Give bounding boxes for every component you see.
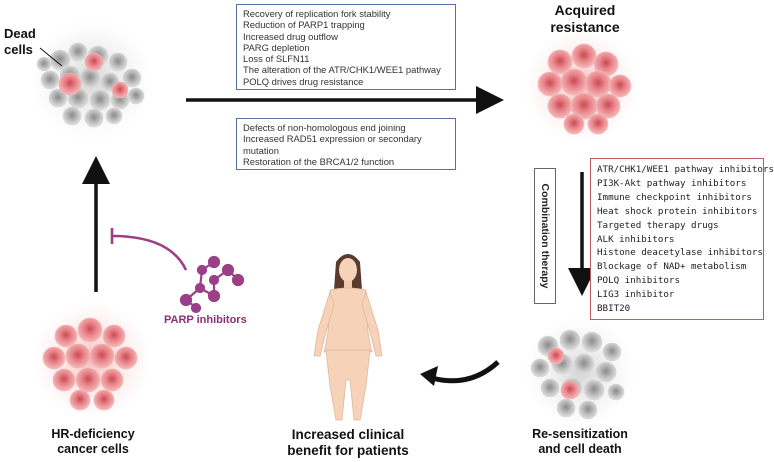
inhibitor-item: ATR/CHK1/WEE1 pathway inhibitors	[597, 164, 774, 175]
mechanism-item: Reduction of PARP1 trapping	[243, 19, 365, 31]
benefit-curved-arrow	[431, 360, 500, 384]
parp-molecule-icon	[179, 255, 245, 314]
inhibitor-item: LIG3 inhibitor	[597, 289, 675, 301]
mechanism-item: Loss of SLFN11	[243, 53, 310, 65]
mechanism-item: Increased drug outflow	[243, 30, 338, 42]
acquired-resistance-text: Acquired resistance	[550, 2, 620, 35]
combination-inhibitors-box: ATR/CHK1/WEE1 pathway inhibitors PI3K-Ak…	[590, 158, 774, 320]
hr-deficiency-cluster-icon	[32, 300, 152, 420]
inhibitor-item: Histone deacetylase inhibitors	[597, 247, 763, 259]
mechanism-item: Recovery of replication fork stability	[243, 8, 391, 19]
inhibitor-item: BBIT20	[597, 303, 631, 315]
acquired-resistance-cluster-icon	[524, 28, 640, 144]
resensitization-text: Re-sensitization and cell death	[532, 427, 628, 456]
dead-cells-cluster-icon	[30, 18, 154, 142]
inhibitor-item: Heat shock protein inhibitors	[597, 205, 758, 217]
mechanism-item: Increased RAD51 expression or secondary	[243, 133, 422, 145]
patient-figure-icon	[313, 254, 383, 421]
inhibitor-item: POLQ inhibitors	[597, 275, 680, 287]
combination-therapy-text: Combination therapy	[539, 183, 551, 289]
hr-deficiency-text: HR-deficiency cancer cells	[51, 427, 135, 456]
acquired-resistance-label: Acquired resistance	[540, 2, 630, 36]
mechanism-item: POLQ drives drug resistance	[243, 75, 364, 87]
hr-deficiency-label: HR-deficiency cancer cells	[28, 427, 158, 457]
inhibitor-item: Blockage of NAD+ metabolism	[597, 261, 747, 273]
resensitization-cluster-icon	[524, 316, 636, 428]
parp-inhibition-curve	[111, 234, 188, 271]
inhibitor-item: ALK inhibitors	[597, 233, 675, 245]
mechanism-item: Restoration of the BRCA1/2 function	[243, 155, 395, 167]
increased-benefit-label: Increased clinical benefit for patients	[268, 427, 428, 459]
mechanism-item: The alteration of the ATR/CHK1/WEE1 path…	[243, 64, 441, 76]
mechanism-item: mutation	[243, 144, 279, 156]
dead-cells-line1: Dead cells	[4, 26, 36, 57]
benefit-arrow-head	[420, 366, 438, 386]
inhibitor-item: Targeted therapy drugs	[597, 219, 719, 231]
mechanism-item: PARG depletion	[243, 41, 310, 53]
inhibitor-item: Immune checkpoint inhibitors	[597, 191, 752, 203]
resistance-mechanisms-box-1: Recovery of replication fork stability R…	[236, 4, 456, 90]
resensitization-label: Re-sensitization and cell death	[520, 427, 640, 457]
parp-inhibitors-label: PARP inhibitors	[164, 314, 247, 326]
increased-benefit-text: Increased clinical benefit for patients	[287, 427, 409, 458]
mechanism-item: Defects of non-homologous end joining	[243, 122, 406, 133]
dead-cells-label: Dead cells	[4, 26, 44, 58]
combination-therapy-box: Combination therapy	[534, 168, 556, 304]
inhibitor-item: PI3K-Akt pathway inhibitors	[597, 177, 747, 189]
resistance-mechanisms-box-2: Defects of non-homologous end joining In…	[236, 118, 456, 170]
